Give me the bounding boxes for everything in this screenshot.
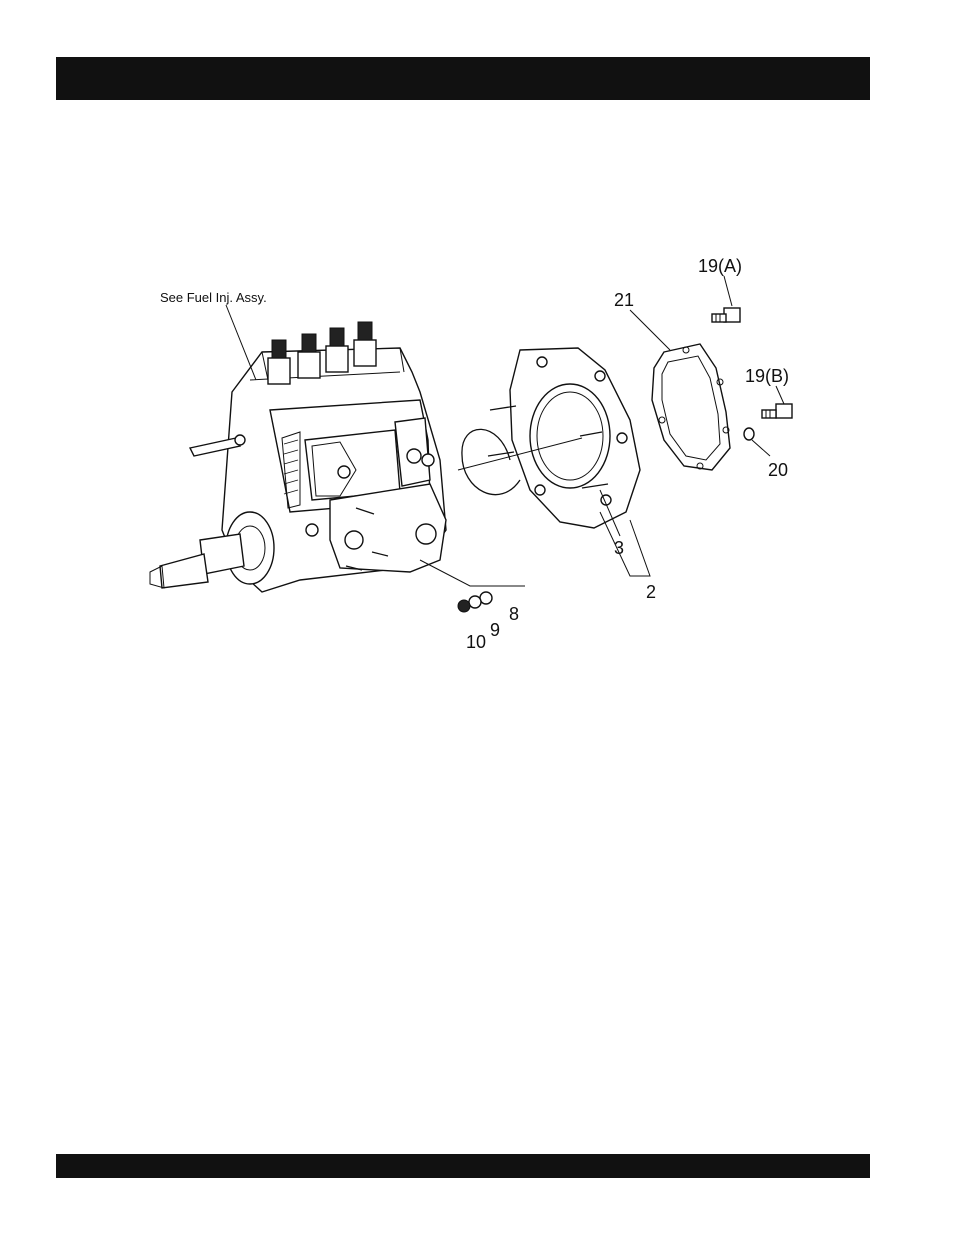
leader-19a	[724, 276, 732, 306]
drive-shaft	[150, 512, 274, 588]
nut-washer-set	[458, 592, 492, 612]
leader-21	[630, 310, 670, 350]
callout-8: 8	[509, 604, 519, 624]
leader-19b	[776, 386, 784, 404]
callout-21: 21	[614, 290, 634, 310]
callout-3: 3	[614, 538, 624, 558]
callout-2: 2	[646, 582, 656, 602]
bolt-19a	[712, 308, 740, 322]
callout-20: 20	[768, 460, 788, 480]
adapter-housing	[458, 348, 640, 528]
washer-20	[744, 428, 754, 440]
injection-pump	[150, 322, 446, 592]
leader-8-9-10	[420, 560, 525, 586]
bolt-19b	[762, 404, 792, 418]
callout-10: 10	[466, 632, 486, 652]
callout-19a: 19(A)	[698, 256, 742, 276]
callout-19b: 19(B)	[745, 366, 789, 386]
leader-see-fuel-inj	[226, 305, 256, 380]
callout-9: 9	[490, 620, 500, 640]
gasket	[652, 344, 730, 470]
leader-20	[752, 440, 770, 456]
callout-see-fuel-inj: See Fuel Inj. Assy.	[160, 290, 267, 305]
